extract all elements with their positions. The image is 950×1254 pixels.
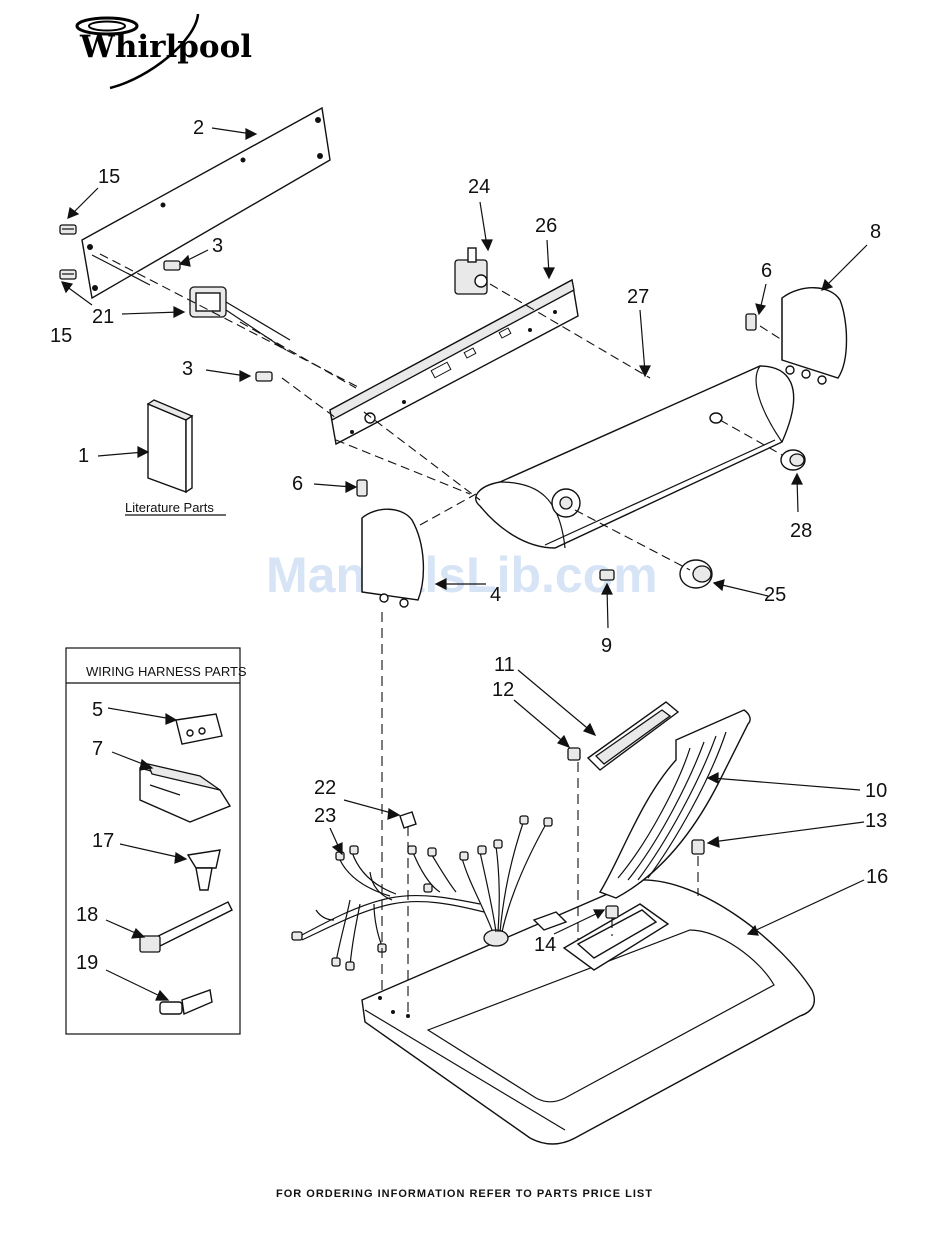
part-28-knob xyxy=(781,450,805,470)
part-7-connector-block xyxy=(140,764,230,822)
callout-13: 13 xyxy=(865,810,887,832)
callout-24: 24 xyxy=(468,176,490,198)
callout-28: 28 xyxy=(790,520,812,542)
part-11-lint-screen xyxy=(588,702,678,770)
whirlpool-logo: Whirlpool xyxy=(77,14,252,88)
callout-3-upper: 3 xyxy=(212,235,223,257)
part-1-literature xyxy=(148,400,192,492)
callout-23: 23 xyxy=(314,805,336,827)
logo-text: Whirlpool xyxy=(79,29,252,65)
part-6-screw-left xyxy=(357,480,367,496)
part-8-end-cap-right xyxy=(782,288,847,384)
part-17-clip xyxy=(188,850,220,890)
callout-3-lower: 3 xyxy=(182,358,193,380)
wiring-box-title: WIRING HARNESS PARTS xyxy=(86,664,247,679)
callout-27: 27 xyxy=(627,286,649,308)
part-24-switch xyxy=(455,248,487,294)
callout-7: 7 xyxy=(92,738,103,760)
part-27-console xyxy=(476,366,794,548)
part-21-timer xyxy=(190,287,290,350)
part-13-screw xyxy=(692,840,704,854)
part-26-console-frame xyxy=(330,280,578,444)
callout-11: 11 xyxy=(494,654,515,676)
part-12-screw xyxy=(568,748,580,760)
callout-6-left: 6 xyxy=(292,473,303,495)
part-3-screw-lower xyxy=(256,372,272,381)
callout-2: 2 xyxy=(193,117,204,139)
callout-17: 17 xyxy=(92,830,114,852)
callout-19: 19 xyxy=(76,952,98,974)
callout-6-right: 6 xyxy=(761,260,772,282)
part-5-connector xyxy=(176,714,222,744)
callout-16: 16 xyxy=(866,866,888,888)
part-9-screw xyxy=(600,570,614,580)
callout-22: 22 xyxy=(314,777,336,799)
callout-15-bottom: 15 xyxy=(50,325,72,347)
footer-note: FOR ORDERING INFORMATION REFER TO PARTS … xyxy=(276,1188,653,1200)
part-15-screw-bottom xyxy=(60,270,76,279)
watermark: ManualsLib.com xyxy=(266,547,658,603)
callout-10: 10 xyxy=(865,780,887,802)
callout-12: 12 xyxy=(492,679,514,701)
callout-21: 21 xyxy=(92,306,114,328)
part-4-end-cap-left xyxy=(362,509,423,607)
part-19-terminal xyxy=(160,990,212,1014)
part-22-clip xyxy=(400,812,416,828)
part-15-screw-top xyxy=(60,225,76,234)
part-6-screw-right xyxy=(746,314,756,330)
callout-25: 25 xyxy=(764,584,786,606)
part-3-screw-upper xyxy=(164,261,180,270)
callout-4: 4 xyxy=(490,584,501,606)
callout-5: 5 xyxy=(92,699,103,721)
callout-15-top: 15 xyxy=(98,166,120,188)
callout-18: 18 xyxy=(76,904,98,926)
part-25-knob xyxy=(680,560,712,588)
part-18-cable-tie xyxy=(140,902,232,952)
literature-label: Literature Parts xyxy=(125,500,214,515)
part-2-panel-bracket xyxy=(82,108,330,298)
part-14-screw xyxy=(606,906,618,918)
callout-9: 9 xyxy=(601,635,612,657)
callout-8: 8 xyxy=(870,221,881,243)
callout-1: 1 xyxy=(78,445,89,467)
part-16-top-panel xyxy=(362,880,814,1144)
callout-14: 14 xyxy=(534,934,556,956)
callout-26: 26 xyxy=(535,215,557,237)
